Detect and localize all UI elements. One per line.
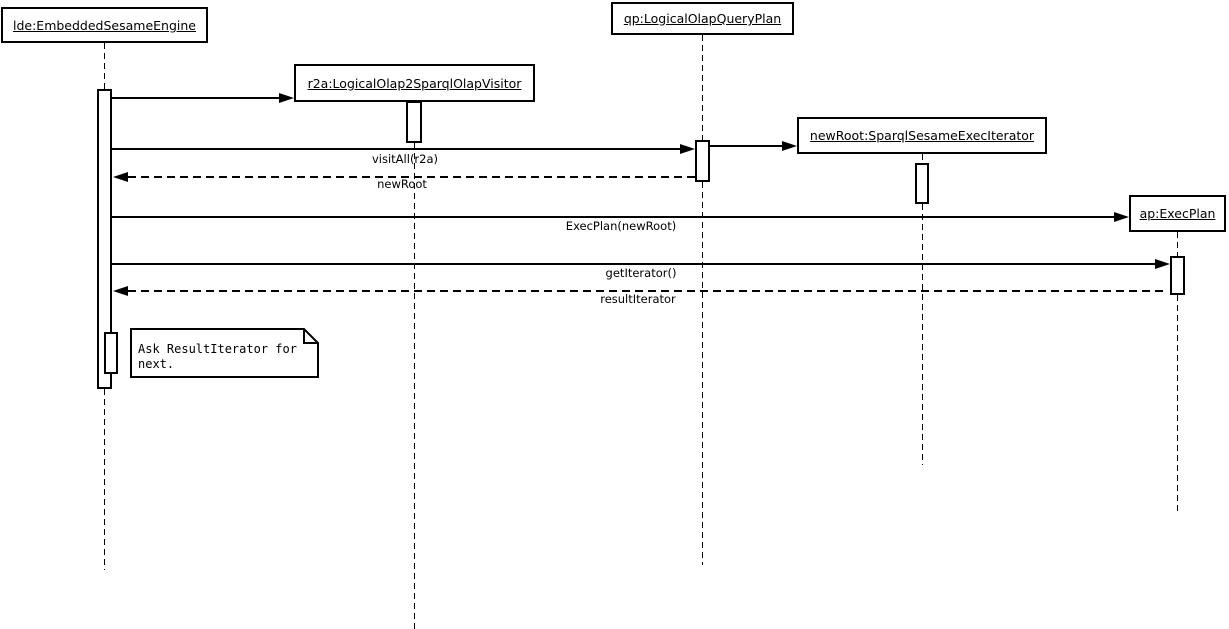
object-ap: ap:ExecPlan [1129,195,1226,232]
message-line-create-r2a [112,97,279,99]
note-text: Ask ResultIterator for next. [138,342,297,371]
object-lde-label: lde:EmbeddedSesameEngine [12,17,196,33]
message-line-getiterator [112,263,1155,265]
arrowhead-newroot-return [113,172,128,182]
arrowhead-getiterator [1155,259,1170,269]
object-qp: qp:LogicalOlapQueryPlan [611,2,794,35]
activation-lde-main [97,89,112,389]
message-label-visitall: visitAll(r2a) [371,152,439,166]
object-newroot-label: newRoot:SparqlSesameExecIterator [809,128,1035,143]
object-r2a-label: r2a:LogicalOlap2SparqlOlapVisitor [307,75,522,91]
activation-qp [695,140,710,182]
message-line-execplan [112,216,1114,218]
arrowhead-resultiterator [113,286,128,296]
arrowhead-execplan [1114,212,1129,222]
lifeline-r2a [414,143,415,629]
message-label-resultiterator: resultIterator [600,292,676,306]
message-label-execplan: ExecPlan(newRoot) [565,219,677,233]
message-line-resultiterator [128,290,1163,292]
lifeline-qp-upper [702,35,703,140]
lifeline-lde-lower [104,389,105,570]
activation-r2a [406,101,422,143]
message-line-create-newroot [710,145,782,147]
activation-ap [1170,256,1185,295]
lifeline-ap-lower [1177,295,1178,512]
activation-lde-inner [104,332,118,374]
object-ap-label: ap:ExecPlan [1139,206,1216,221]
note-shape [130,328,319,378]
message-label-newroot-return: newRoot [377,177,427,191]
activation-newroot [915,163,929,204]
lifeline-qp-lower [702,182,703,565]
object-r2a: r2a:LogicalOlap2SparqlOlapVisitor [294,64,535,102]
object-lde: lde:EmbeddedSesameEngine [1,7,208,43]
arrowhead-create-newroot [782,141,797,151]
arrowhead-visitall [680,144,695,154]
message-line-newroot-return [128,176,695,178]
lifeline-ap-upper [1177,232,1178,256]
object-qp-label: qp:LogicalOlapQueryPlan [623,11,782,26]
lifeline-newroot-upper [922,154,923,163]
arrowhead-create-r2a [279,93,294,103]
note: Ask ResultIterator for next. [130,328,319,378]
lifeline-newroot-lower [922,204,923,465]
message-label-getiterator: getIterator() [605,266,677,280]
object-newroot: newRoot:SparqlSesameExecIterator [797,117,1047,154]
lifeline-lde-upper [104,43,105,89]
message-line-visitall [112,148,680,150]
